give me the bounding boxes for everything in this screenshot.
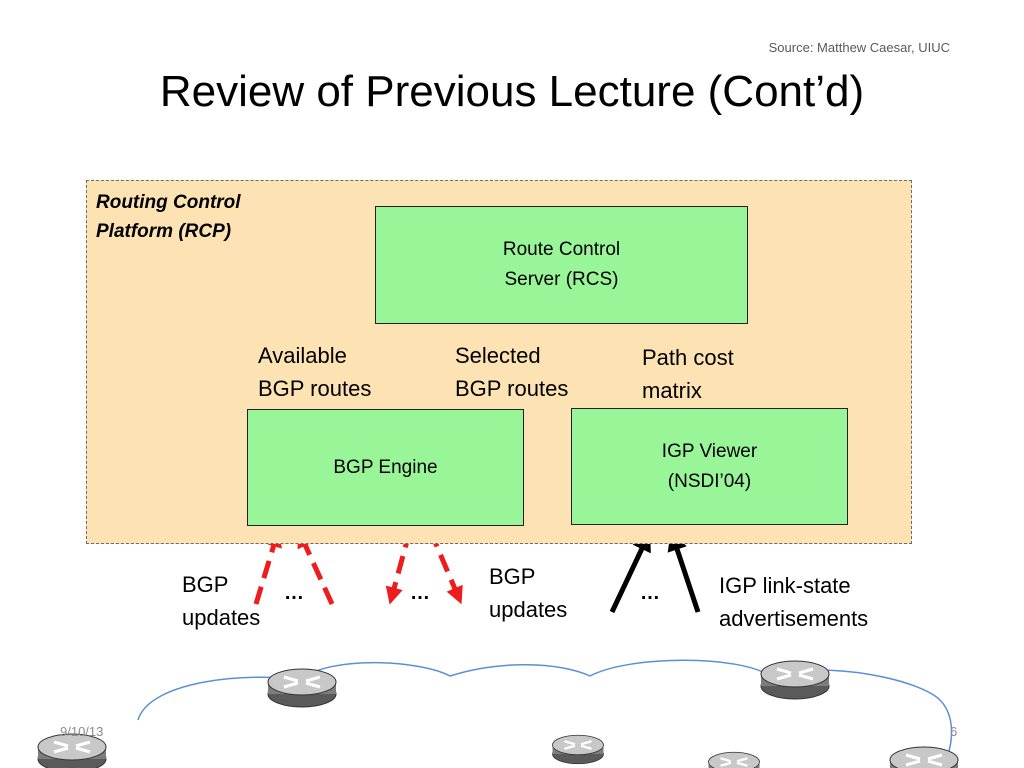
- igp-viewer-box: IGP Viewer (NSDI’04): [571, 408, 848, 525]
- route-control-server-box: Route Control Server (RCS): [375, 206, 748, 324]
- rcp-label: Routing Control Platform (RCP): [96, 192, 241, 242]
- router-icon: [888, 745, 960, 768]
- rcs-label: Route Control Server (RCS): [502, 239, 621, 290]
- router-icon: [759, 659, 831, 701]
- bgp-in-arrow-1: [253, 529, 282, 605]
- router-icon: [551, 734, 605, 765]
- router-icon: [266, 667, 338, 709]
- igp-in-arrow-1: [609, 530, 651, 614]
- bgp-engine-box: BGP Engine: [247, 409, 524, 526]
- ellipsis-1: …: [284, 582, 304, 604]
- ellipsis-3: …: [640, 582, 660, 604]
- selected-routes-label: Selected BGP routes: [455, 343, 569, 401]
- available-routes-label: Available BGP routes: [258, 343, 372, 401]
- router-icon: [36, 732, 108, 768]
- router-icon: [707, 751, 761, 768]
- path-cost-label: Path cost matrix: [642, 345, 734, 403]
- igp-advertisements-label: IGP link-state advertisements: [719, 573, 869, 631]
- igp-viewer-label: IGP Viewer (NSDI’04): [661, 440, 758, 492]
- bgp-updates-right-label: BGP updates: [489, 564, 568, 622]
- igp-in-arrow-2: [667, 530, 701, 613]
- bgp-updates-left-label: BGP updates: [182, 572, 261, 630]
- slide-title: Review of Previous Lecture (Cont’d): [159, 67, 865, 116]
- bgp-in-arrow-2: [297, 529, 335, 606]
- bgp-engine-label: BGP Engine: [333, 456, 438, 478]
- ellipsis-2: …: [410, 582, 430, 604]
- footer-date: 9/10/13: [60, 724, 104, 739]
- slide-number: 6: [950, 724, 958, 739]
- source-credit: Source: Matthew Caesar, UIUC: [768, 40, 950, 55]
